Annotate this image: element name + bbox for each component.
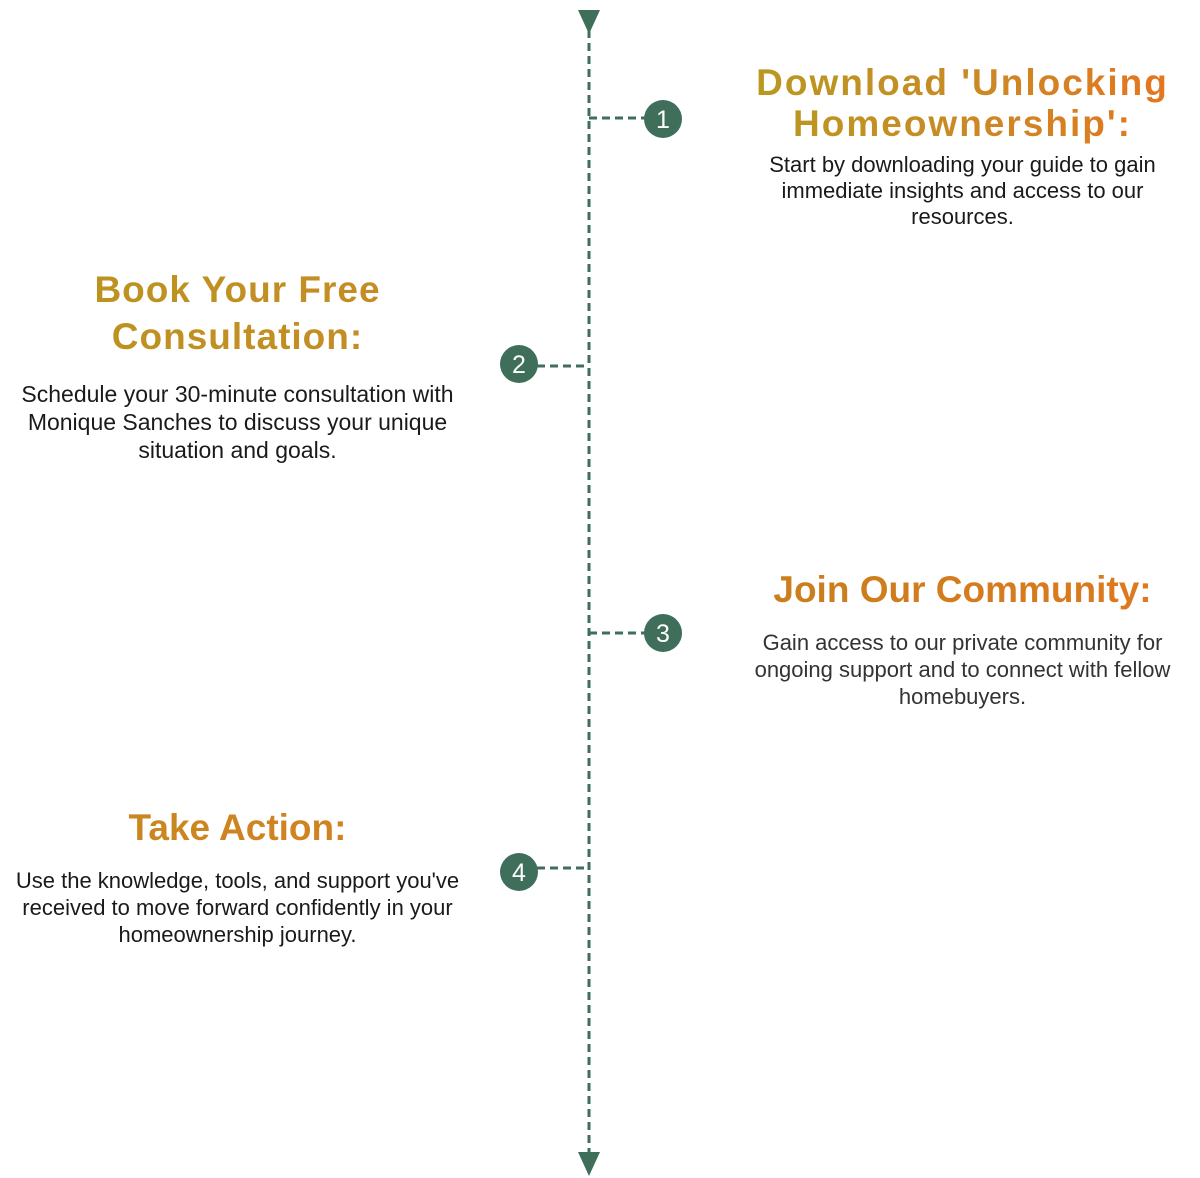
step-4-title: Take Action: <box>0 804 475 851</box>
step-1-number: 1 <box>656 106 670 134</box>
step-3-badge <box>644 614 682 652</box>
step-3-description: Gain access to our private community for… <box>754 630 1171 709</box>
step-3: Join Our Community: Gain access to our p… <box>730 566 1195 710</box>
step-1-badge <box>644 100 682 138</box>
step-4-number: 4 <box>512 859 526 887</box>
step-2-badge <box>500 345 538 383</box>
timeline-bottom-arrow <box>578 1152 600 1176</box>
step-1-description: Start by downloading your guide to gain … <box>769 152 1156 229</box>
step-1: Download 'Unlocking Homeownership': Star… <box>730 62 1195 230</box>
timeline-top-arrow <box>578 10 600 34</box>
step-3-title: Join Our Community: <box>730 566 1195 613</box>
step-3-number: 3 <box>656 620 670 648</box>
step-1-title: Download 'Unlocking Homeownership': <box>730 62 1195 144</box>
step-4: Take Action: Use the knowledge, tools, a… <box>0 804 475 948</box>
step-2-title: Book Your Free Consultation: <box>0 266 475 360</box>
step-4-description: Use the knowledge, tools, and support yo… <box>15 868 460 947</box>
step-4-badge <box>500 853 538 891</box>
step-2-description: Schedule your 30-minute consultation wit… <box>21 381 454 463</box>
step-2: Book Your Free Consultation: Schedule yo… <box>0 266 475 464</box>
step-2-number: 2 <box>512 351 526 379</box>
